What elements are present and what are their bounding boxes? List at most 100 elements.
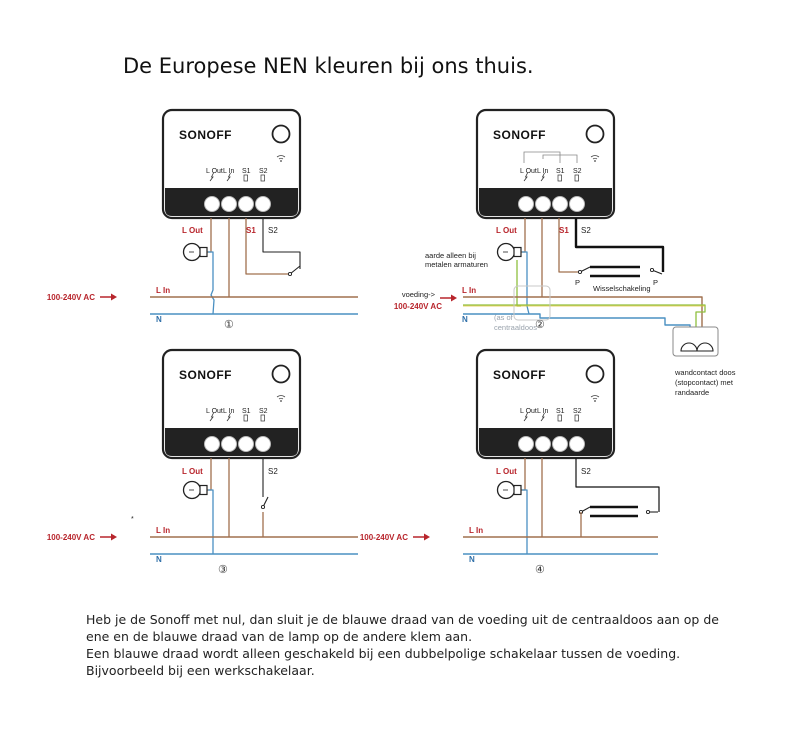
terminal-s2-label: S2	[259, 168, 268, 175]
panel-number: ④	[535, 564, 545, 576]
s1-label: S1	[559, 226, 569, 235]
neutral-wire	[463, 313, 691, 341]
switch-type-label: Wisselschakeling	[593, 284, 651, 293]
s2-label: S2	[268, 226, 278, 235]
earth-wire	[516, 260, 521, 307]
switch-lever	[289, 265, 301, 275]
terminal-lin-label: L In	[223, 168, 235, 175]
outlet-frame	[672, 326, 719, 357]
s2-label: S2	[581, 467, 591, 476]
s2-wire	[262, 218, 301, 269]
outlet-label: randaarde	[675, 388, 709, 397]
terminal-lout-label: L Out	[206, 168, 223, 175]
n-wire-label: N	[462, 315, 468, 324]
marker: *	[131, 516, 134, 523]
supply-arrow	[99, 292, 118, 302]
switch-contact	[577, 269, 583, 275]
switch-contact	[287, 271, 293, 277]
wall-outlet	[672, 326, 719, 357]
device-body	[161, 348, 302, 460]
lamp-icon	[496, 480, 522, 500]
terminal-s2-label: S2	[259, 408, 268, 415]
s1-label: S1	[246, 226, 256, 235]
terminal-lout-label: L Out	[520, 168, 537, 175]
lamp-icon	[496, 242, 522, 262]
switch-contact	[260, 504, 266, 510]
s1-wire	[245, 218, 290, 275]
page-title: De Europese NEN kleuren bij ons thuis.	[123, 54, 534, 78]
earth-wire-yg	[463, 304, 706, 330]
supply-arrow	[439, 293, 458, 303]
lamp-neutral-wire	[208, 251, 215, 315]
terminal-s1-label: S1	[242, 408, 251, 415]
device-body	[475, 348, 616, 460]
terminal-s1-label: S1	[556, 168, 565, 175]
terminal-s1-label: S1	[556, 408, 565, 415]
notes: Heb je de Sonoff met nul, dan sluit je d…	[86, 611, 726, 679]
lout-label: L Out	[496, 467, 517, 476]
switch-contact	[649, 267, 655, 273]
lin-wire-label: L In	[462, 286, 476, 295]
internal-bridge	[523, 151, 561, 163]
terminal-lout-label: L Out	[206, 408, 223, 415]
s2-label: S2	[581, 226, 591, 235]
lout-label: L Out	[182, 467, 203, 476]
internal-bridge	[542, 154, 578, 163]
device-body	[161, 108, 302, 220]
outlet-label: (stopcontact) met	[675, 378, 734, 387]
device-body	[475, 108, 616, 220]
supply-label: 100-240V AC	[360, 533, 408, 542]
terminal-lout-label: L Out	[520, 408, 537, 415]
terminal-lin-label: L In	[537, 408, 549, 415]
outlet-label: wandcontact doos	[674, 368, 736, 377]
junction-box	[513, 285, 551, 321]
supply-arrow	[412, 532, 431, 542]
brand-logo: SONOFF	[179, 128, 232, 142]
earth-note: metalen armaturen	[425, 260, 488, 269]
terminal-lin-label: L In	[223, 408, 235, 415]
supply-arrow-label: voeding->	[402, 290, 436, 299]
supply-label: 100-240V AC	[47, 533, 95, 542]
lamp-neutral-wire	[208, 489, 214, 554]
panel-number: ①	[224, 319, 234, 331]
panel-number: ③	[218, 564, 228, 576]
s2-label: S2	[268, 467, 278, 476]
n-wire-label: N	[156, 315, 162, 324]
switch-p-label: P	[653, 278, 658, 287]
s2-wire	[574, 218, 665, 272]
switch-p-label: P	[575, 278, 580, 287]
lamp-neutral-wire	[522, 251, 530, 315]
earth-note: aarde alleen bij	[425, 251, 476, 260]
lin-wire-label: L In	[156, 286, 170, 295]
note-line-2: Een blauwe draad wordt alleen geschakeld…	[86, 646, 681, 678]
terminal-s1-label: S1	[242, 168, 251, 175]
lin-wire-label: L In	[156, 526, 170, 535]
terminal-s2-label: S2	[573, 408, 582, 415]
terminal-s2-label: S2	[573, 168, 582, 175]
lout-label: L Out	[182, 226, 203, 235]
s1-wire	[558, 218, 578, 273]
terminal-lin-label: L In	[537, 168, 549, 175]
lout-label: L Out	[496, 226, 517, 235]
switch-contact	[645, 509, 651, 515]
brand-logo: SONOFF	[493, 128, 546, 142]
phase-wire	[463, 296, 703, 341]
n-wire-label: N	[469, 555, 475, 564]
junction-box-label: centraaldoos	[494, 323, 537, 332]
supply-label: 100-240V AC	[47, 293, 95, 302]
panel-number: ②	[535, 319, 545, 331]
lamp-icon	[182, 480, 208, 500]
lin-wire-label: L In	[469, 526, 483, 535]
lamp-neutral-wire	[522, 489, 528, 554]
lamp-icon	[182, 242, 208, 262]
note-line-1: Heb je de Sonoff met nul, dan sluit je d…	[86, 612, 719, 644]
lout-wire	[200, 218, 212, 253]
